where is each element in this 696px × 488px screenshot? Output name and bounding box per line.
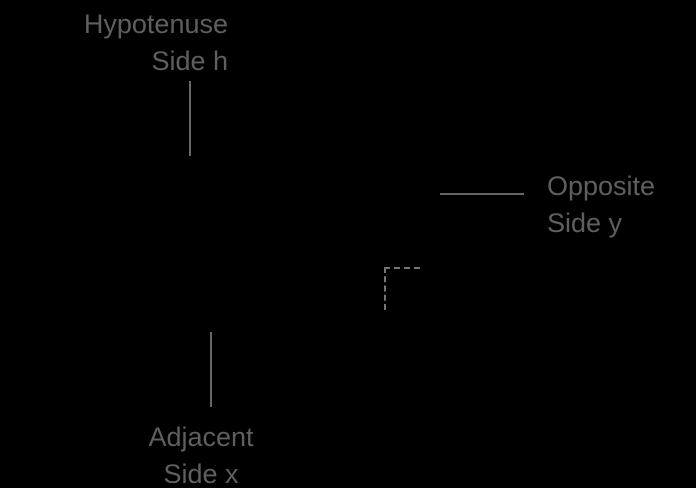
adjacent-label-line1: Adjacent xyxy=(148,422,254,452)
hypotenuse-leader-line xyxy=(189,81,191,156)
opposite-label: Opposite Side y xyxy=(547,168,655,242)
hypotenuse-label-line2: Side h xyxy=(151,46,228,76)
hypotenuse-label: Hypotenuse Side h xyxy=(84,6,228,80)
opposite-label-line2: Side y xyxy=(547,208,623,238)
adjacent-leader-line xyxy=(210,332,212,407)
opposite-label-line1: Opposite xyxy=(547,171,656,201)
right-angle-marker xyxy=(384,267,420,310)
hypotenuse-label-line1: Hypotenuse xyxy=(83,9,228,39)
adjacent-label: Adjacent Side x xyxy=(121,419,281,488)
opposite-leader-line xyxy=(440,193,524,195)
adjacent-label-line2: Side x xyxy=(163,459,239,488)
